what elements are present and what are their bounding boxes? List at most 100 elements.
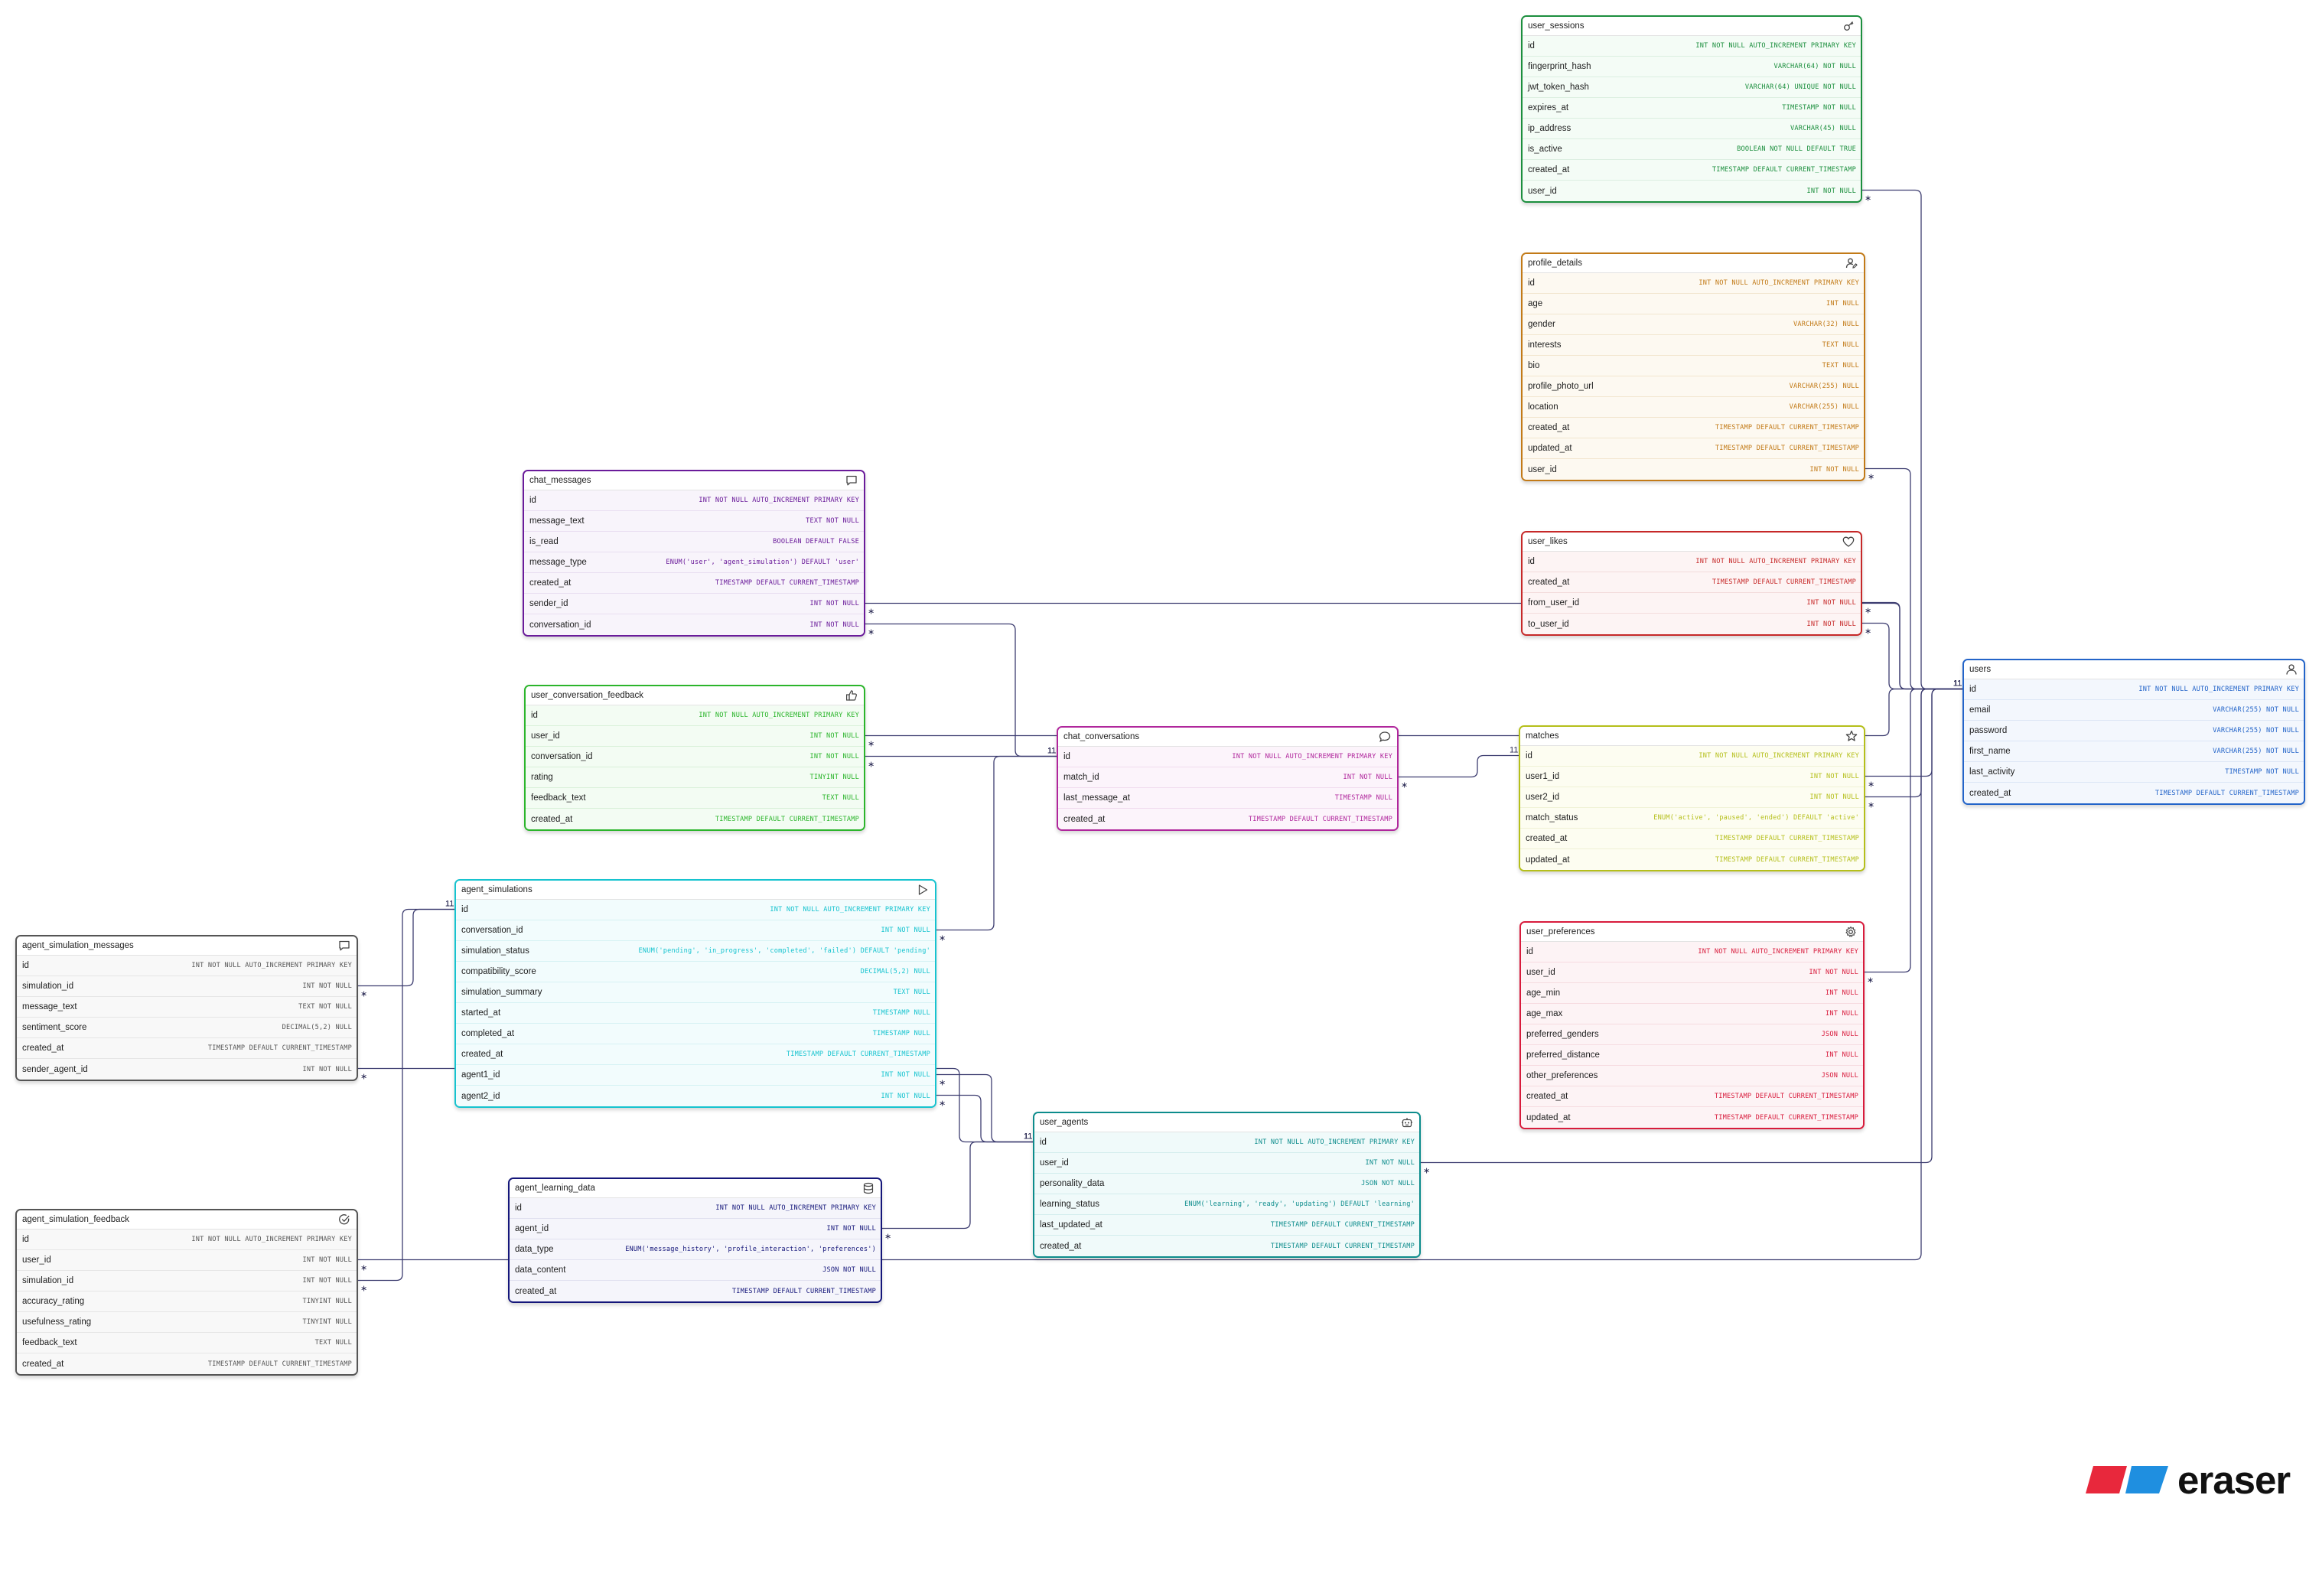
relation-line[interactable] bbox=[1865, 467, 1962, 690]
entity-header[interactable]: profile_details bbox=[1523, 254, 1864, 273]
entity-header[interactable]: agent_simulation_messages bbox=[17, 936, 357, 956]
relation-line[interactable] bbox=[936, 1073, 1033, 1143]
entity-header[interactable]: matches bbox=[1520, 727, 1864, 746]
relation-line[interactable] bbox=[1865, 688, 1962, 973]
relation-line[interactable] bbox=[936, 1094, 1033, 1143]
relation-line[interactable] bbox=[358, 908, 454, 1282]
relation-line[interactable] bbox=[1862, 622, 1962, 690]
entity-header[interactable]: user_likes bbox=[1523, 533, 1861, 552]
relation-line[interactable] bbox=[1399, 754, 1519, 778]
entity-header[interactable]: agent_simulation_feedback bbox=[17, 1210, 357, 1230]
entity-header[interactable]: user_sessions bbox=[1523, 17, 1861, 36]
entity-header[interactable]: chat_conversations bbox=[1058, 728, 1397, 747]
entity-header[interactable]: user_preferences bbox=[1521, 923, 1863, 942]
entity-header[interactable]: user_agents bbox=[1034, 1113, 1419, 1132]
relation-line[interactable] bbox=[1865, 688, 1962, 798]
relation-line[interactable] bbox=[1865, 688, 1962, 777]
relation-line[interactable] bbox=[882, 1141, 1033, 1230]
